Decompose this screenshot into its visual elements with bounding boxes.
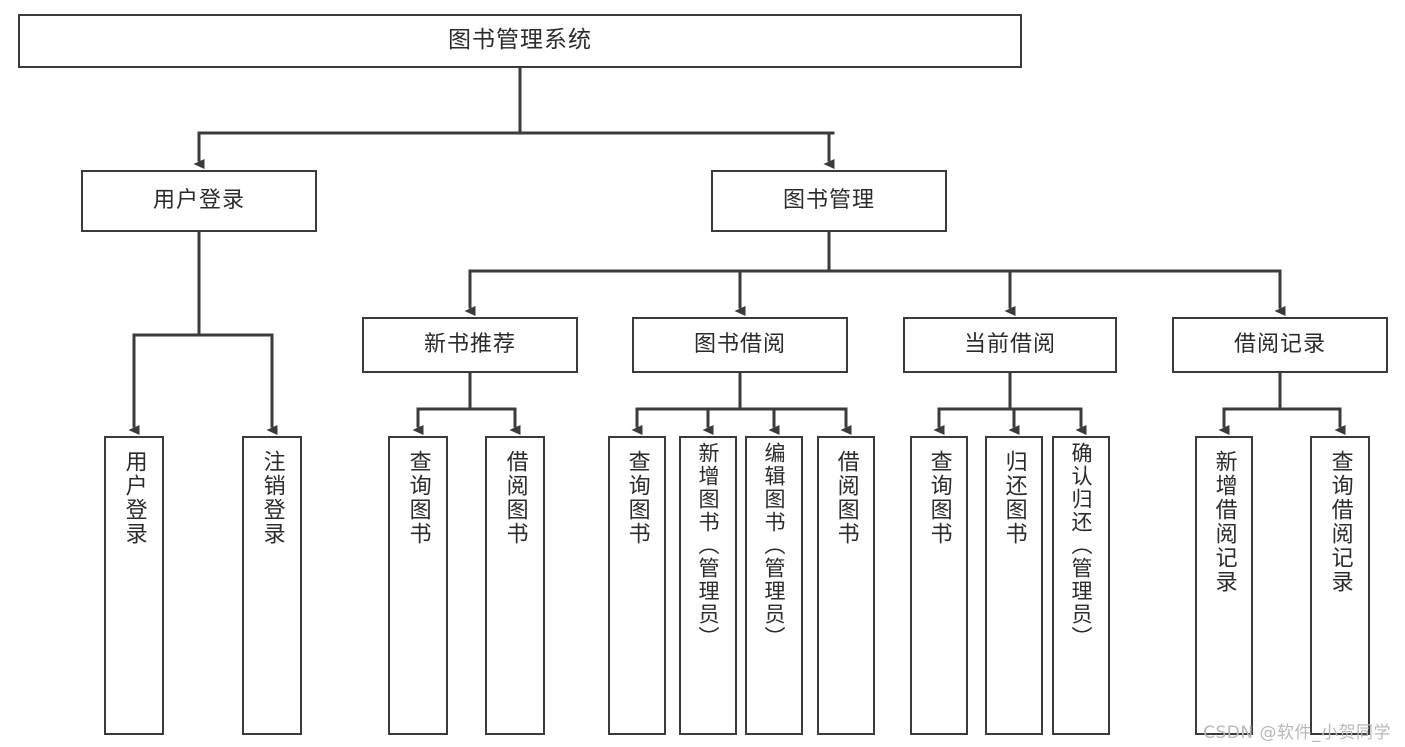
node-leaf-query-book-2[interactable]: 查询图书 bbox=[608, 436, 666, 735]
node-leaf-user-login[interactable]: 用户登录 bbox=[104, 436, 164, 735]
node-leaf-query-book-3-label: 查询图书 bbox=[926, 450, 952, 546]
node-user-login-label: 用户登录 bbox=[152, 187, 245, 213]
node-leaf-query-record-label: 查询借阅记录 bbox=[1327, 450, 1353, 594]
node-user-login[interactable]: 用户登录 bbox=[81, 170, 317, 232]
node-leaf-edit-book-label: 编辑图书（管理员） bbox=[762, 442, 787, 649]
node-root-label: 图书管理系统 bbox=[448, 27, 592, 54]
node-root[interactable]: 图书管理系统 bbox=[18, 14, 1022, 68]
node-new-book-recommend[interactable]: 新书推荐 bbox=[362, 317, 578, 373]
node-leaf-confirm-return-label: 确认归还（管理员） bbox=[1069, 442, 1094, 649]
node-borrow-record[interactable]: 借阅记录 bbox=[1172, 317, 1388, 373]
node-leaf-edit-book[interactable]: 编辑图书（管理员） bbox=[745, 436, 803, 735]
node-leaf-query-book-1-label: 查询图书 bbox=[405, 450, 431, 546]
node-leaf-return-book-label: 归还图书 bbox=[1001, 450, 1027, 546]
node-leaf-query-book-1[interactable]: 查询图书 bbox=[388, 436, 448, 735]
node-leaf-add-record-label: 新增借阅记录 bbox=[1211, 450, 1237, 594]
node-leaf-borrow-book-2-label: 借阅图书 bbox=[833, 450, 859, 546]
node-book-manage[interactable]: 图书管理 bbox=[711, 170, 947, 232]
node-leaf-logout-label: 注销登录 bbox=[259, 450, 285, 546]
node-borrow-record-label: 借阅记录 bbox=[1233, 331, 1326, 357]
node-current-borrow-label: 当前借阅 bbox=[963, 331, 1056, 357]
node-leaf-add-record[interactable]: 新增借阅记录 bbox=[1195, 436, 1253, 735]
node-new-book-recommend-label: 新书推荐 bbox=[423, 331, 516, 357]
node-leaf-add-book[interactable]: 新增图书（管理员） bbox=[679, 436, 737, 735]
csdn-watermark: CSDN @软件_小贺同学 bbox=[1203, 723, 1391, 743]
node-leaf-query-book-2-label: 查询图书 bbox=[624, 450, 650, 546]
node-book-borrow[interactable]: 图书借阅 bbox=[632, 317, 848, 373]
node-leaf-query-book-3[interactable]: 查询图书 bbox=[910, 436, 968, 735]
node-book-borrow-label: 图书借阅 bbox=[693, 331, 786, 357]
node-book-manage-label: 图书管理 bbox=[782, 187, 875, 213]
node-current-borrow[interactable]: 当前借阅 bbox=[903, 317, 1117, 373]
node-leaf-borrow-book-1[interactable]: 借阅图书 bbox=[485, 436, 545, 735]
node-leaf-borrow-book-1-label: 借阅图书 bbox=[502, 450, 528, 546]
node-leaf-logout[interactable]: 注销登录 bbox=[242, 436, 302, 735]
node-leaf-return-book[interactable]: 归还图书 bbox=[985, 436, 1043, 735]
node-leaf-confirm-return[interactable]: 确认归还（管理员） bbox=[1052, 436, 1110, 735]
node-leaf-user-login-label: 用户登录 bbox=[121, 450, 147, 546]
node-leaf-borrow-book-2[interactable]: 借阅图书 bbox=[817, 436, 875, 735]
node-leaf-add-book-label: 新增图书（管理员） bbox=[696, 442, 721, 649]
node-leaf-query-record[interactable]: 查询借阅记录 bbox=[1310, 436, 1370, 735]
